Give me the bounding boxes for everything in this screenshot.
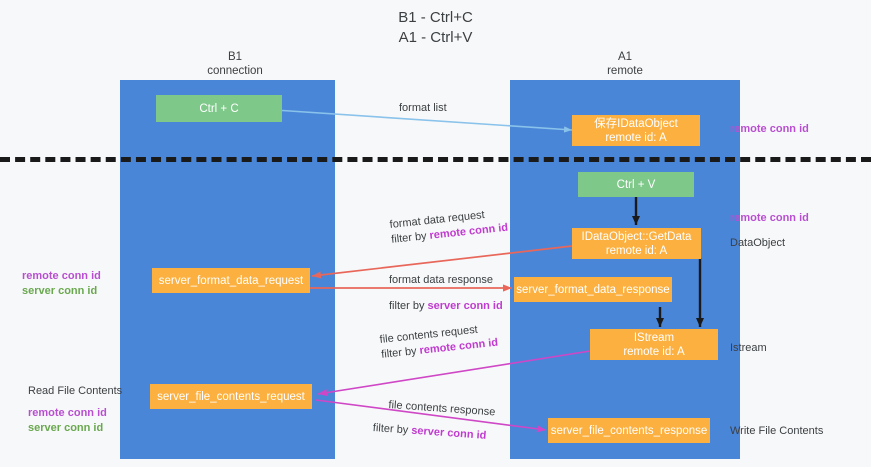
title-line-2: A1 - Ctrl+V xyxy=(398,29,473,46)
title-line-1: B1 - Ctrl+C xyxy=(398,9,473,26)
edge-label-format-list-text: format list xyxy=(399,102,447,114)
right-note-write-file-contents: Write File Contents xyxy=(730,424,823,439)
phase-divider xyxy=(0,157,871,162)
left-note-mid: remote conn id server conn id xyxy=(22,269,101,299)
left-note-bottom-green: server conn id xyxy=(28,422,104,434)
right-note-dataobject: DataObject xyxy=(730,236,785,251)
node-idataobject-getdata[interactable]: IDataObject::GetData remote id: A xyxy=(572,228,701,259)
edge-label-format-data-response-line1: format data response xyxy=(389,274,493,286)
filter-by-prefix-2: filter by xyxy=(389,300,428,312)
filter-by-highlight-2: server conn id xyxy=(427,300,503,312)
node-ctrl-v-label: Ctrl + V xyxy=(616,178,656,191)
node-istream-line1: IStream xyxy=(633,331,675,344)
node-server-format-data-request[interactable]: server_format_data_request xyxy=(152,268,310,293)
edge-label-file-contents-request: file contents request filter by remote c… xyxy=(379,321,499,363)
edge-label-format-list: format list xyxy=(399,101,447,116)
edge-label-file-contents-response-line1: file contents response xyxy=(388,398,496,419)
lane-header-a1-name: A1 xyxy=(617,51,633,63)
edge-label-format-data-request: format data request filter by remote con… xyxy=(389,206,509,248)
right-note-remote-conn-id-top: remote conn id xyxy=(730,122,809,137)
edge-label-file-contents-response-line2: filter by server conn id xyxy=(372,421,494,444)
node-save-idataobject-line2: remote id: A xyxy=(605,131,667,144)
page-title: B1 - Ctrl+C A1 - Ctrl+V xyxy=(0,8,871,48)
right-note-write-file-contents-text: Write File Contents xyxy=(730,425,824,437)
node-server-file-contents-response-label: server_file_contents_response xyxy=(550,424,708,437)
right-note-remote-conn-id-top-text: remote conn id xyxy=(730,123,809,135)
edge-label-file-contents-response: file contents response filter by server … xyxy=(372,398,496,444)
lane-header-a1: A1 remote xyxy=(510,50,740,78)
filter-by-highlight-4: server conn id xyxy=(410,424,487,442)
lane-header-b1-sub: connection xyxy=(207,65,263,77)
node-server-file-contents-request-label: server_file_contents_request xyxy=(157,390,305,403)
lane-header-a1-sub: remote xyxy=(607,65,643,77)
node-server-format-data-request-label: server_format_data_request xyxy=(158,274,304,287)
lane-header-b1-name: B1 xyxy=(227,51,243,63)
filter-by-prefix-3: filter by xyxy=(380,344,421,361)
node-ctrl-c-label: Ctrl + C xyxy=(199,102,239,115)
node-server-format-data-response[interactable]: server_format_data_response xyxy=(514,277,672,302)
edge-label-format-data-response-line2: filter by server conn id xyxy=(389,299,503,314)
node-server-format-data-response-label: server_format_data_response xyxy=(516,283,670,296)
node-istream[interactable]: IStream remote id: A xyxy=(590,329,718,360)
node-getdata-line1: IDataObject::GetData xyxy=(581,230,692,243)
lane-header-b1: B1 connection xyxy=(120,50,350,78)
node-save-idataobject-line1: 保存IDataObject xyxy=(594,117,678,130)
right-note-istream-text: Istream xyxy=(730,342,767,354)
left-note-mid-green: server conn id xyxy=(22,285,98,297)
filter-by-prefix-4: filter by xyxy=(372,421,412,437)
right-note-remote-conn-id-mid-text: remote conn id xyxy=(730,212,809,224)
left-note-mid-purple: remote conn id xyxy=(22,270,101,282)
right-note-istream: Istream xyxy=(730,341,767,356)
node-save-idataobject[interactable]: 保存IDataObject remote id: A xyxy=(572,115,700,146)
node-istream-line2: remote id: A xyxy=(623,345,685,358)
node-ctrl-c[interactable]: Ctrl + C xyxy=(156,95,282,122)
node-getdata-line2: remote id: A xyxy=(605,244,668,257)
node-server-file-contents-response[interactable]: server_file_contents_response xyxy=(548,418,710,443)
node-server-file-contents-request[interactable]: server_file_contents_request xyxy=(150,384,312,409)
node-ctrl-v[interactable]: Ctrl + V xyxy=(578,172,694,197)
right-note-remote-conn-id-mid: remote conn id xyxy=(730,211,809,226)
left-note-bottom-plain: Read File Contents xyxy=(28,385,123,397)
left-note-bottom: Read File Contents remote conn id server… xyxy=(28,384,122,436)
left-note-bottom-purple: remote conn id xyxy=(28,407,107,419)
right-note-dataobject-text: DataObject xyxy=(730,237,786,249)
edge-label-format-data-response: format data response filter by server co… xyxy=(389,273,503,314)
filter-by-prefix: filter by xyxy=(390,229,431,246)
